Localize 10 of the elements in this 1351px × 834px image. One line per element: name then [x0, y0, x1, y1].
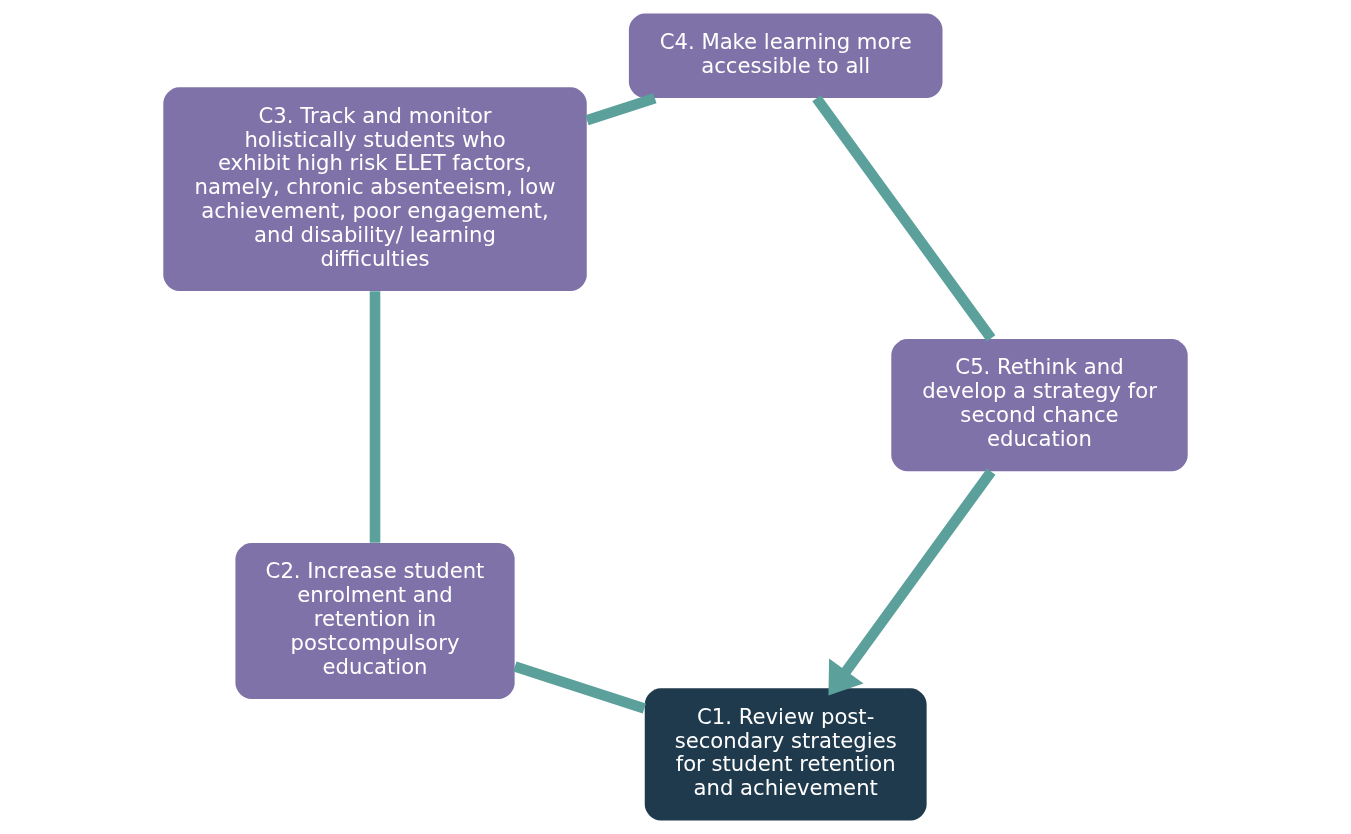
connector: [369, 291, 381, 543]
connector: [585, 93, 657, 126]
node-box: C3. Track and monitor holistically students who exhibit high risk ELET factors, namely, chronic absenteeism, low achievement, poor engagement, and disability/ learning difficulties: [163, 87, 587, 292]
node-box: C4. Make learning more accessible to all: [628, 13, 943, 99]
node-box: C1. Review post-secondary strategies for student retention and achievement: [644, 688, 927, 821]
connector: [513, 661, 646, 714]
node-box: C2. Increase student enrolment and retention in postcompulsory education: [235, 542, 515, 700]
arrow: [828, 468, 996, 696]
connector: [812, 95, 996, 342]
node-box: C5. Rethink and develop a strategy for second chance education: [891, 338, 1188, 472]
